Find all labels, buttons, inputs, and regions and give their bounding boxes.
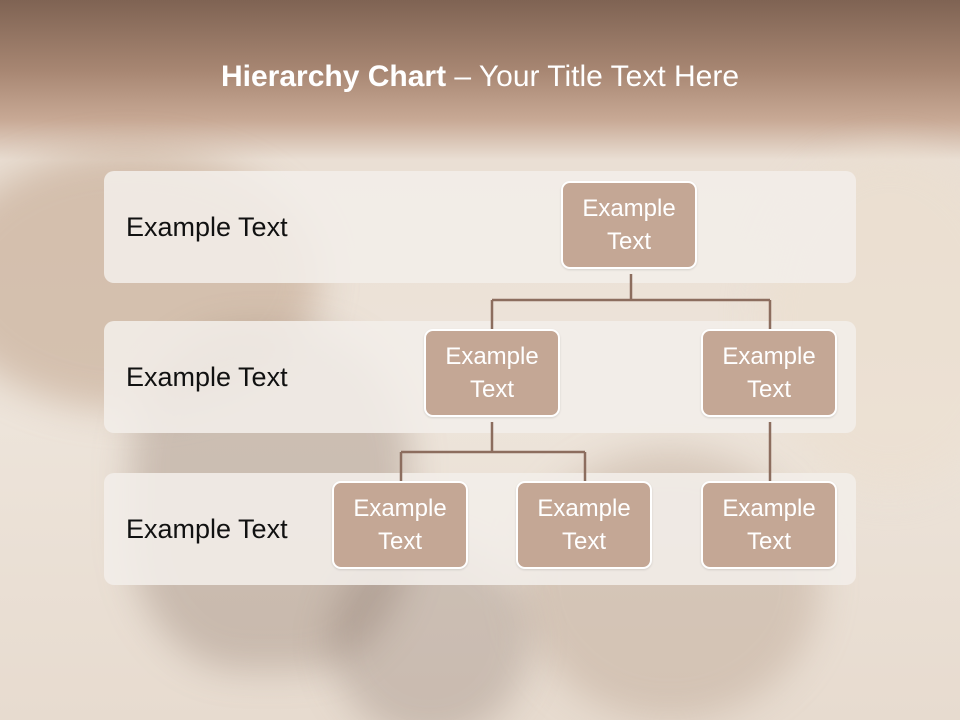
node-level2-left[interactable]: Example Text <box>424 329 560 417</box>
node-label: Example Text <box>582 195 676 255</box>
node-label: Example Text <box>722 495 816 555</box>
node-level2-right[interactable]: Example Text <box>701 329 837 417</box>
node-label: Example Text <box>445 343 539 403</box>
node-label: Example Text <box>537 495 631 555</box>
slide-title-rest: – Your Title Text Here <box>446 60 740 93</box>
level-label: Example Text <box>126 362 288 392</box>
level-label: Example Text <box>126 212 288 242</box>
level-band-1: Example Text <box>104 171 856 283</box>
node-level3-a[interactable]: Example Text <box>332 481 468 569</box>
level-label: Example Text <box>126 514 288 544</box>
node-label: Example Text <box>722 343 816 403</box>
slide-title-bold: Hierarchy Chart <box>220 60 447 93</box>
slide-title: Hierarchy Chart – Your Title Text Here <box>0 55 960 99</box>
node-label: Example Text <box>353 495 447 555</box>
node-level3-c[interactable]: Example Text <box>701 481 837 569</box>
node-root[interactable]: Example Text <box>561 181 697 269</box>
node-level3-b[interactable]: Example Text <box>516 481 652 569</box>
